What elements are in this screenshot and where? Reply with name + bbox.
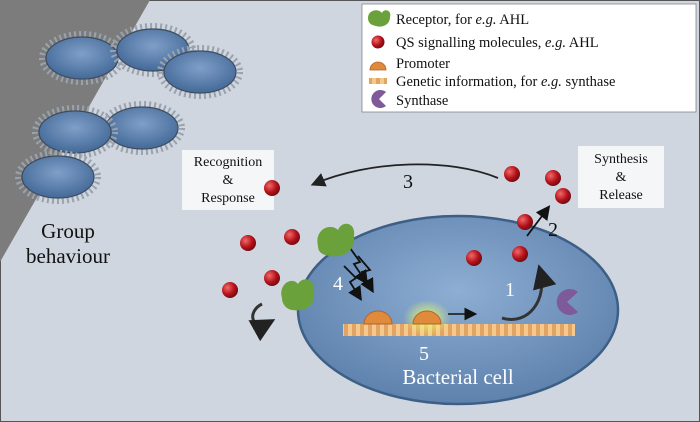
- recognition-box: [182, 150, 274, 210]
- qs-molecule: [284, 229, 300, 245]
- gene-icon: [369, 78, 387, 84]
- promoter-2: [412, 310, 442, 325]
- qs-molecule: [466, 250, 482, 266]
- synthesis-amp: &: [616, 170, 627, 185]
- qs-molecule: [545, 170, 561, 186]
- legend-item-gene: Genetic information, for e.g. synthase: [396, 74, 615, 90]
- step3-arrow: [310, 163, 499, 187]
- recognition-label: Recognition: [194, 155, 262, 170]
- step-5-label: 5: [419, 343, 429, 365]
- legend-item-synthase: Synthase: [396, 93, 448, 109]
- legend-box: [361, 3, 697, 113]
- gene-strand: [343, 324, 575, 336]
- receptor-icon: [368, 10, 391, 27]
- synthase-in-cell: [556, 289, 578, 315]
- promoter-icon: [369, 61, 387, 71]
- response-label: Response: [201, 191, 255, 206]
- qs-molecule: [512, 246, 528, 262]
- qs-molecule: [264, 180, 280, 196]
- legend-item-molecules: QS signalling molecules, e.g. AHL: [396, 35, 599, 51]
- qs-molecule: [222, 282, 238, 298]
- qs-molecules: [222, 166, 571, 298]
- qs-molecule: [264, 270, 280, 286]
- synthesis-curve-arrow: [501, 264, 557, 321]
- release-label: Release: [599, 188, 643, 203]
- promoter-1: [363, 310, 393, 325]
- molecule-icon: [371, 35, 385, 49]
- recognition-amp: &: [223, 173, 234, 188]
- receptor-lower: [281, 279, 315, 311]
- synthesis-box: [578, 146, 664, 208]
- step-1-label: 1: [505, 279, 515, 301]
- qs-molecule: [517, 214, 533, 230]
- step-4-label: 4: [333, 273, 343, 295]
- binding-curve-arrow: [248, 302, 276, 342]
- receptor-upper: [317, 223, 355, 257]
- step-3-label: 3: [403, 171, 413, 193]
- legend: Receptor, for e.g. AHL QS signalling mol…: [361, 3, 697, 113]
- small-bacterium: [157, 45, 243, 99]
- synthase-icon: [371, 90, 386, 109]
- qs-molecule: [555, 188, 571, 204]
- qs-molecule: [240, 235, 256, 251]
- synthesis-label: Synthesis: [594, 152, 648, 167]
- group-label-line2: behaviour: [26, 244, 110, 268]
- step2-arrow: [526, 205, 551, 237]
- signal-arrows: [343, 247, 374, 302]
- cell-label: Bacterial cell: [402, 365, 514, 389]
- group-label-line1: Group: [41, 219, 95, 243]
- step-2-label: 2: [548, 219, 558, 241]
- small-bacterium: [15, 150, 101, 204]
- qs-molecule: [504, 166, 520, 182]
- legend-item-receptor: Receptor, for e.g. AHL: [396, 12, 529, 28]
- legend-item-promoter: Promoter: [396, 56, 450, 72]
- small-bacterium: [32, 105, 118, 159]
- bacterial-cell: Bacterial cell: [296, 214, 620, 406]
- bacteria-cluster: [15, 23, 243, 204]
